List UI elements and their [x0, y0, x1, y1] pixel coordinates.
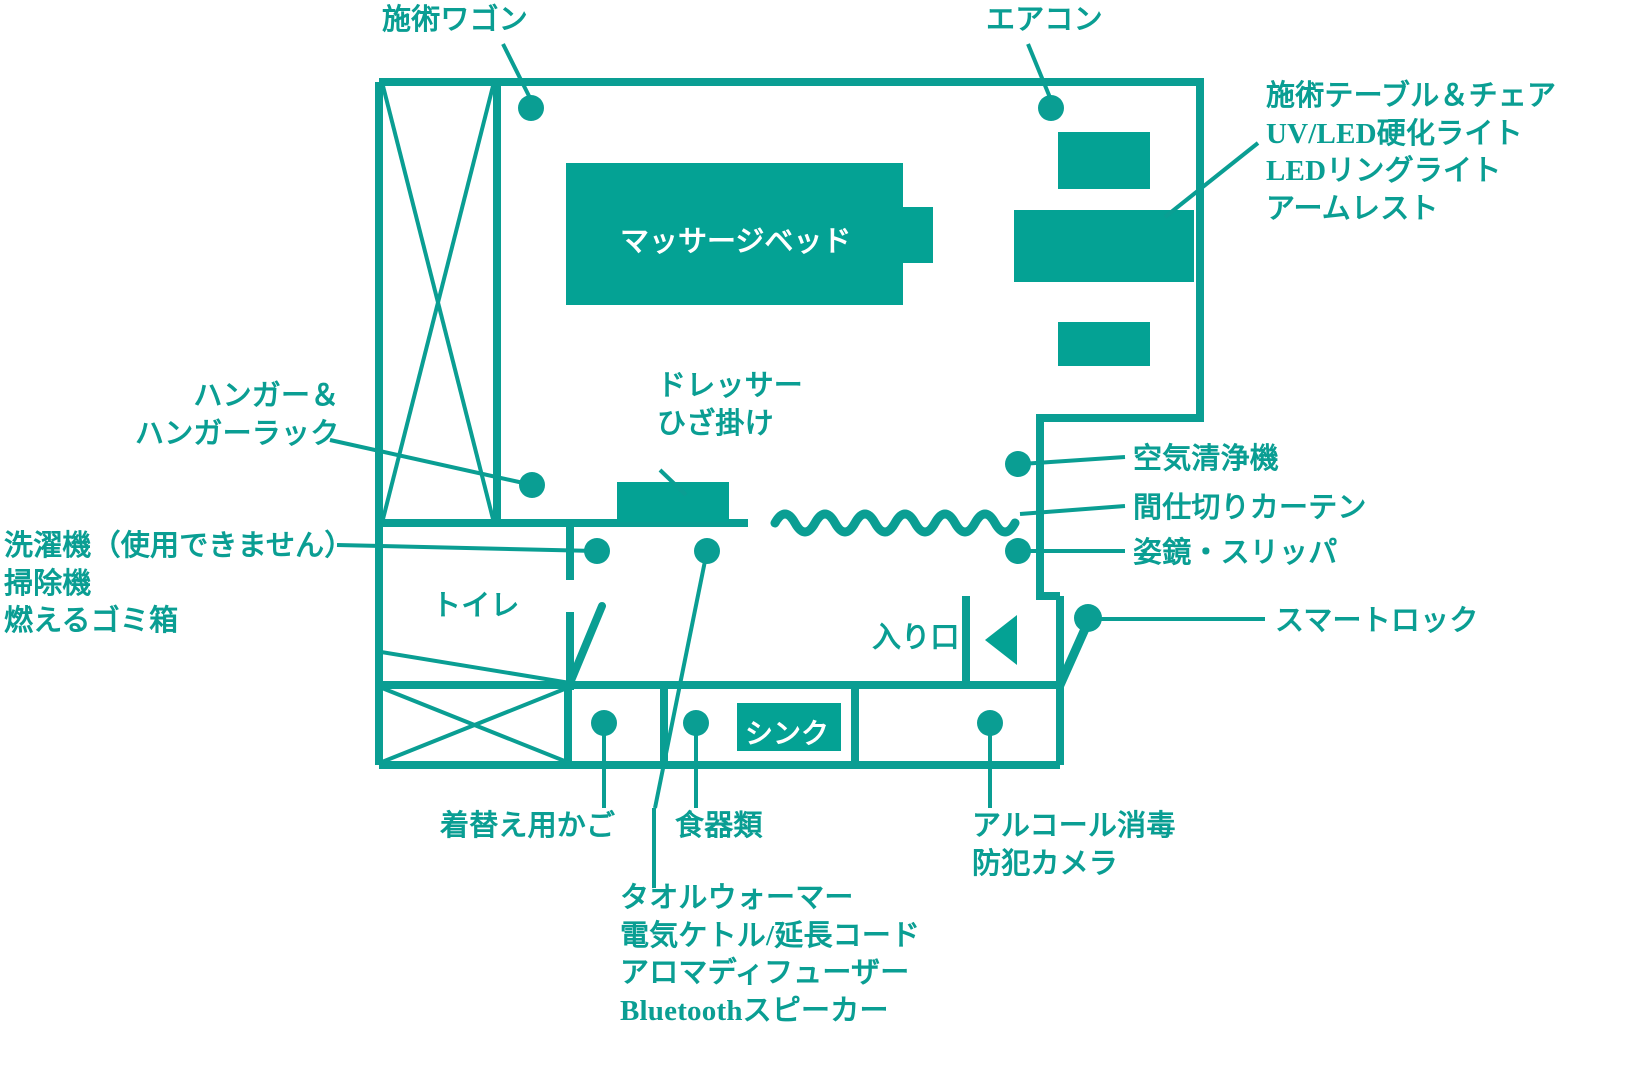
- partition-curtain-wave: [770, 509, 1020, 537]
- dot-tableware: [683, 710, 709, 736]
- callout-air-purifier: 空気清浄機: [1133, 443, 1280, 475]
- leader-treatment-wagon: [501, 43, 533, 101]
- closet-hatch-2: [381, 85, 495, 520]
- callout-treatment-wagon: 施術ワゴン: [382, 4, 529, 36]
- leader-washer: [336, 543, 597, 553]
- sink-block: [737, 703, 841, 751]
- dot-towel-warmer: [694, 538, 720, 564]
- leader-air-conditioner: [1026, 43, 1053, 101]
- dot-changing-basket: [591, 710, 617, 736]
- callout-hanger-block: ハンガー＆ ハンガーラック: [135, 380, 340, 450]
- dot-washer: [584, 538, 610, 564]
- toilet-door-arc: [380, 650, 571, 685]
- dot-smart-lock: [1074, 604, 1102, 632]
- callout-smart-lock: スマートロック: [1275, 605, 1479, 637]
- leader-hanger: [329, 438, 529, 486]
- callout-air-conditioner: エアコン: [986, 4, 1103, 36]
- callout-alcohol-block: アルコール消毒 防犯カメラ: [972, 810, 1176, 880]
- uv-led-light-block: [1058, 132, 1150, 189]
- leader-dresser-item: [653, 550, 709, 809]
- massage-bed-shape: [566, 163, 933, 305]
- callout-towel-warmer-block: タオルウォーマー 電気ケトル/延長コード アロマディフューザー Bluetoot…: [620, 882, 921, 1028]
- callout-washer-block: 洗濯機（使用できません） 掃除機 燃えるゴミ箱: [4, 530, 354, 638]
- entrance-arrow-icon: [985, 615, 1017, 665]
- callout-treatment-table-block: 施術テーブル＆チェア UV/LED硬化ライト LEDリングライト アームレスト: [1266, 80, 1557, 226]
- toilet-label: トイレ: [432, 590, 520, 622]
- dot-treatment-wagon: [518, 95, 544, 121]
- entrance-label: 入り口: [872, 622, 960, 654]
- sink-label: シンク: [745, 719, 830, 750]
- callout-dresser-block: ドレッサー ひざ掛け: [657, 370, 804, 440]
- dot-air-conditioner: [1038, 95, 1064, 121]
- treatment-table-block: [1014, 210, 1194, 282]
- callout-changing-basket: 着替え用かご: [440, 810, 616, 842]
- callout-partition-curtain: 間仕切りカーテン: [1133, 492, 1367, 524]
- dot-alcohol: [977, 710, 1003, 736]
- dot-mirror-slippers: [1005, 538, 1031, 564]
- leader-treatment-table: [1163, 141, 1260, 219]
- leader-dresser: [658, 468, 688, 497]
- toilet-door-leaf: [566, 602, 606, 687]
- dot-hanger: [519, 472, 545, 498]
- armrest-block: [1058, 322, 1150, 366]
- utility-hatch-2: [381, 686, 568, 764]
- massage-bed-label: マッサージベッド: [620, 226, 852, 258]
- wall-outer-main: [379, 78, 1204, 600]
- dot-air-purifier: [1005, 451, 1031, 477]
- dresser-block: [617, 482, 729, 522]
- callout-tableware: 食器類: [675, 810, 763, 842]
- callout-mirror-slippers: 姿鏡・スリッパ: [1133, 537, 1338, 569]
- leader-partition-curtain: [1019, 504, 1126, 516]
- leader-air-purifier: [1020, 455, 1126, 466]
